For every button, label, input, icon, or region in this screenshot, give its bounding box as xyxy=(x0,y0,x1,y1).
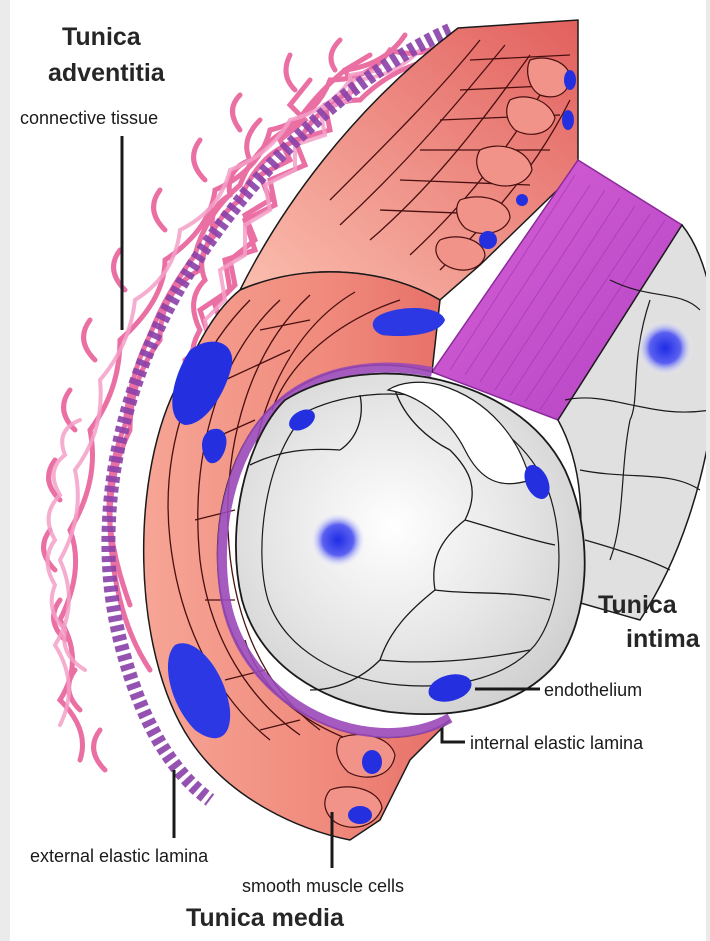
nucleus-outer xyxy=(637,320,693,376)
external-elastic-lamina-label: external elastic lamina xyxy=(30,846,208,866)
endothelium-label: endothelium xyxy=(544,680,642,700)
diagram-frame: Tunica adventitia connective tissue Tuni… xyxy=(10,0,706,941)
internal-elastic-lamina-leader xyxy=(442,728,465,742)
tunica-adventitia-title-line2: adventitia xyxy=(48,58,165,88)
media-top-nucleus xyxy=(479,231,497,249)
smooth-muscle-nucleus xyxy=(362,750,382,774)
smooth-muscle-cells-label: smooth muscle cells xyxy=(242,876,404,896)
tunica-adventitia-title-line1: Tunica xyxy=(62,22,141,52)
tunica-intima-title-line2: intima xyxy=(626,624,700,654)
tunica-media-title: Tunica media xyxy=(186,903,344,933)
artery-wall-diagram xyxy=(10,0,706,941)
internal-elastic-lamina-label: internal elastic lamina xyxy=(470,733,643,753)
lumen-endothelium xyxy=(236,374,585,714)
endothelial-nucleus xyxy=(310,512,366,568)
media-top-nucleus xyxy=(562,110,574,130)
smooth-muscle-nucleus xyxy=(348,806,372,824)
connective-tissue-label: connective tissue xyxy=(20,108,158,128)
tunica-intima-title-line1: Tunica xyxy=(598,590,677,620)
media-top-nucleus xyxy=(516,194,528,206)
media-top-nucleus xyxy=(564,70,576,90)
